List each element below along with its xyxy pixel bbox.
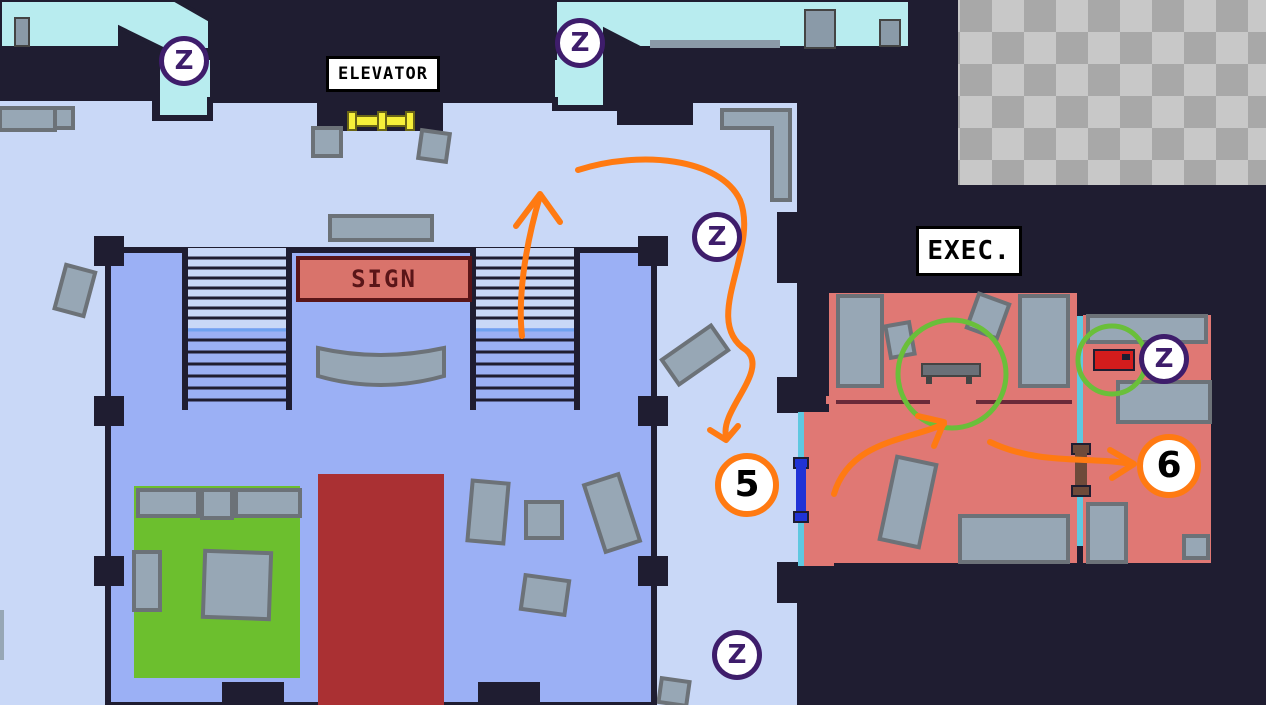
pillars xyxy=(94,236,668,705)
hall-furniture xyxy=(465,471,643,618)
zone-marker-icon[interactable]: Z xyxy=(692,212,742,262)
reception-desk xyxy=(316,345,446,387)
route-annotations xyxy=(513,156,1137,497)
exec-room-label: EXEC. xyxy=(916,226,1022,276)
step-marker-5[interactable]: 5 xyxy=(715,453,779,517)
red-carpet xyxy=(318,474,444,705)
zone-marker-icon[interactable]: Z xyxy=(159,36,209,86)
zone-marker-icon[interactable]: Z xyxy=(712,630,762,680)
rug-furniture xyxy=(132,488,302,622)
step-marker-6[interactable]: 6 xyxy=(1137,434,1201,498)
bench-icon xyxy=(921,363,981,384)
checkerboard-void xyxy=(958,0,1266,185)
stairs-left xyxy=(182,248,292,410)
exec-furniture xyxy=(836,291,1212,564)
red-safe-icon xyxy=(1093,349,1135,371)
zone-marker-icon[interactable]: Z xyxy=(555,18,605,68)
elevator-label: ELEVATOR xyxy=(326,56,440,92)
elevator-door-icon xyxy=(347,111,415,131)
blue-door-icon xyxy=(793,457,809,523)
highlight-circle-bench xyxy=(895,317,1009,431)
zone-marker-icon[interactable]: Z xyxy=(1139,334,1189,384)
hall-sign: SIGN xyxy=(296,256,472,302)
